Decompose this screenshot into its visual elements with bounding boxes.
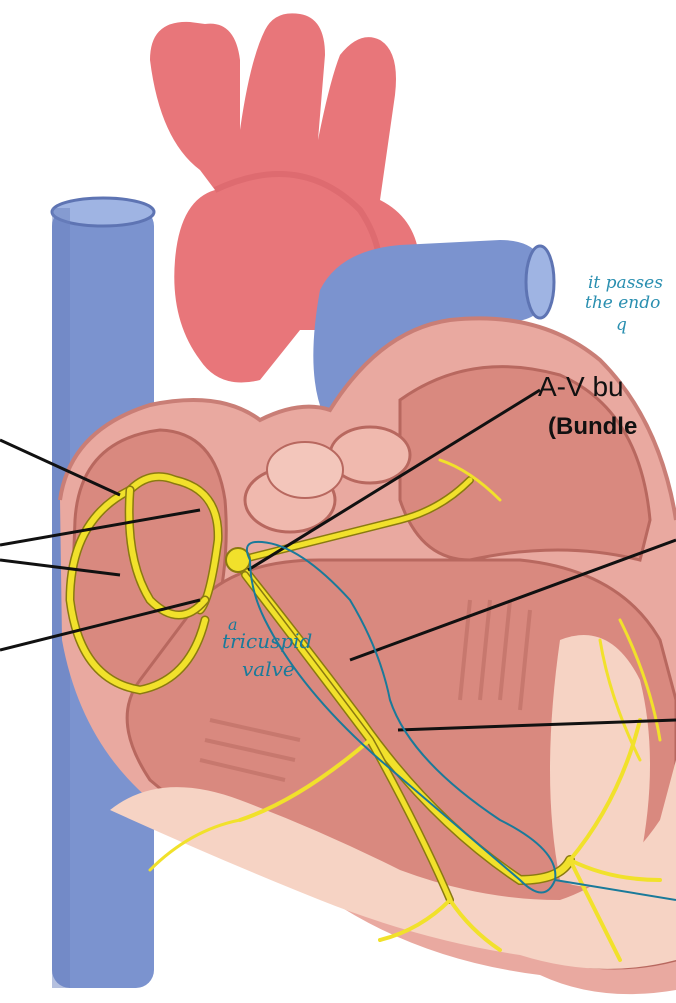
note-passes-line3: q [616,315,627,335]
note-tricuspid-line3: valve [242,657,295,681]
note-passes-line1: it passes [588,273,663,293]
note-passes-line2: the endo [585,293,660,313]
label-bundle-of: (Bundle [548,413,637,440]
label-av-bundle: A-V bu [538,371,624,402]
note-tricuspid-line2: tricuspid [222,629,312,653]
